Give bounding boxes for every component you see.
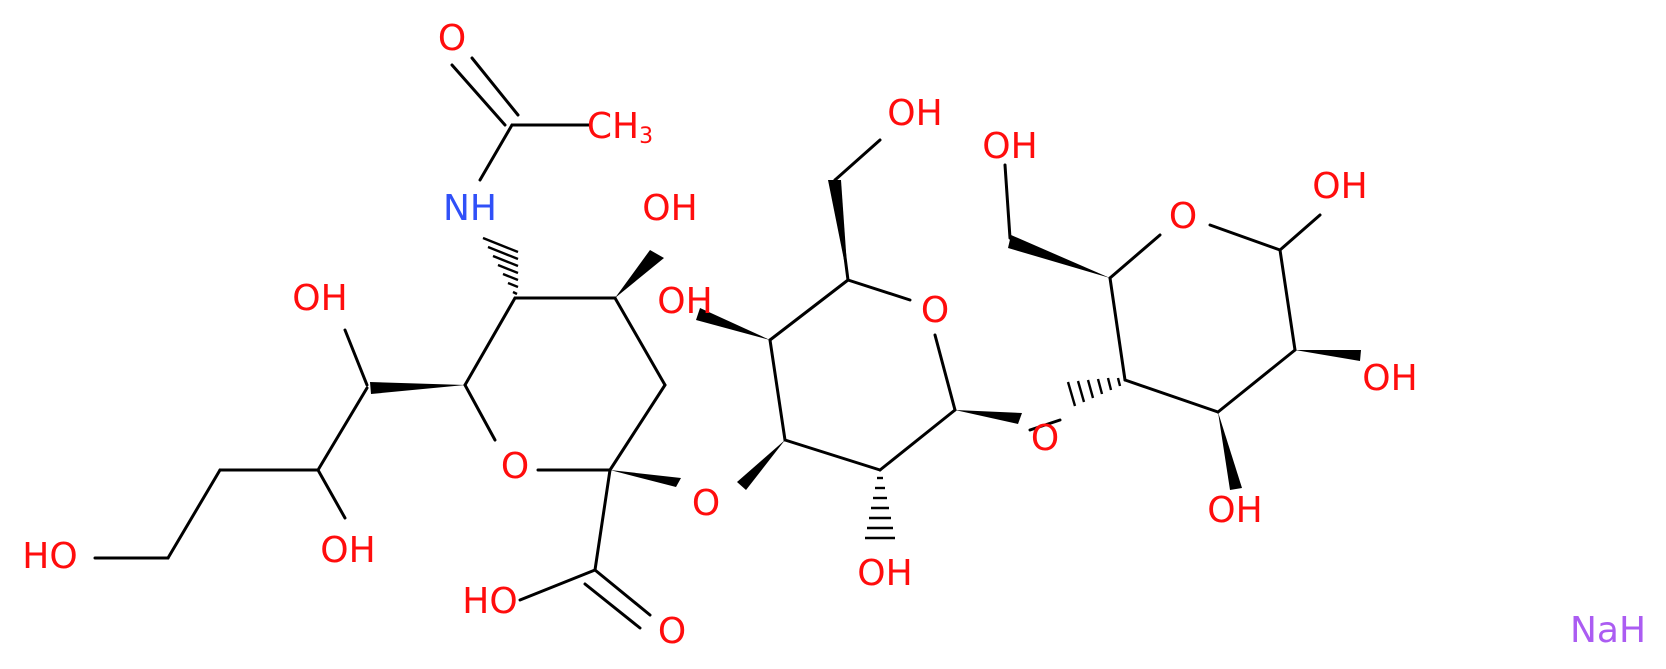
- bond: [1208, 223, 1282, 252]
- bond: [768, 278, 850, 342]
- hydroxyl-label: OH: [1207, 490, 1262, 531]
- hash-bond: [482, 236, 519, 296]
- glycosidic-oxygen-label: O: [692, 483, 720, 524]
- ring-oxygen-label: O: [1169, 196, 1197, 237]
- wedge-bond: [615, 250, 664, 298]
- bond: [783, 438, 882, 472]
- bond: [1123, 378, 1220, 414]
- bond: [1108, 276, 1127, 382]
- bond: [166, 468, 222, 560]
- ring-oxygen-label: O: [921, 290, 949, 331]
- hash-bonds: [482, 236, 1122, 540]
- wedge-bond: [696, 308, 770, 340]
- bond: [343, 328, 369, 387]
- bond: [1278, 213, 1322, 252]
- hash-bond: [1066, 377, 1122, 407]
- bond: [593, 468, 612, 572]
- hydroxyl-label: OH: [857, 553, 912, 594]
- hydroxyl-label: OH: [1312, 166, 1367, 207]
- bond: [768, 338, 787, 442]
- bond: [478, 123, 514, 182]
- wedge-bond: [1295, 350, 1361, 361]
- bond: [470, 56, 520, 117]
- terminal-hydroxyl-label: HO: [22, 536, 77, 577]
- carboxyl-oxygen-label: O: [658, 611, 686, 652]
- bond: [1216, 348, 1297, 414]
- hydroxyl-label: OH: [887, 93, 942, 134]
- bond: [846, 278, 912, 302]
- bond: [583, 582, 642, 630]
- hydroxyl-label: OH: [642, 188, 697, 229]
- bond: [1003, 163, 1012, 240]
- wedge-bond: [1218, 412, 1242, 490]
- bond: [613, 296, 667, 387]
- wedge-bond: [828, 180, 848, 280]
- bond: [316, 468, 347, 520]
- carboxyl-hydroxyl-label: HO: [462, 581, 517, 622]
- bond: [593, 568, 652, 617]
- bonds: [93, 56, 1322, 630]
- hydroxyl-label: OH: [320, 530, 375, 571]
- hash-bond: [865, 476, 895, 540]
- bond: [878, 408, 957, 472]
- bond: [450, 63, 507, 127]
- bond: [833, 138, 882, 182]
- wedge-bond: [1008, 235, 1110, 278]
- bond: [463, 383, 497, 442]
- bond: [518, 568, 597, 602]
- wedge-bond: [955, 410, 1022, 424]
- bond: [1108, 233, 1162, 280]
- sodium-hydride-label: NaH: [1570, 610, 1646, 651]
- amide-nitrogen-label: NH: [443, 188, 497, 229]
- hydroxyl-label: OH: [982, 126, 1037, 167]
- wedge-bond: [610, 470, 681, 487]
- bond: [316, 386, 369, 472]
- hydroxyl-label: OH: [657, 281, 712, 322]
- wedge-bonds: [370, 180, 1361, 490]
- bond: [463, 296, 517, 387]
- methyl-label: CH3: [587, 106, 653, 149]
- bond: [933, 333, 957, 412]
- atom-labels: O CH3 NH OH OH OH HO O HO O O OH OH O OH…: [22, 18, 1646, 652]
- bond: [1278, 248, 1297, 352]
- wedge-bond: [370, 382, 465, 394]
- wedge-bond: [737, 440, 785, 490]
- hydroxyl-label: OH: [292, 278, 347, 319]
- ring-oxygen-label: O: [501, 446, 529, 487]
- bond: [1028, 418, 1062, 432]
- bond: [608, 383, 667, 472]
- hydroxyl-label: OH: [1362, 358, 1417, 399]
- acetyl-carbonyl-oxygen-label: O: [438, 18, 466, 59]
- glycosidic-oxygen-label: O: [1031, 418, 1059, 459]
